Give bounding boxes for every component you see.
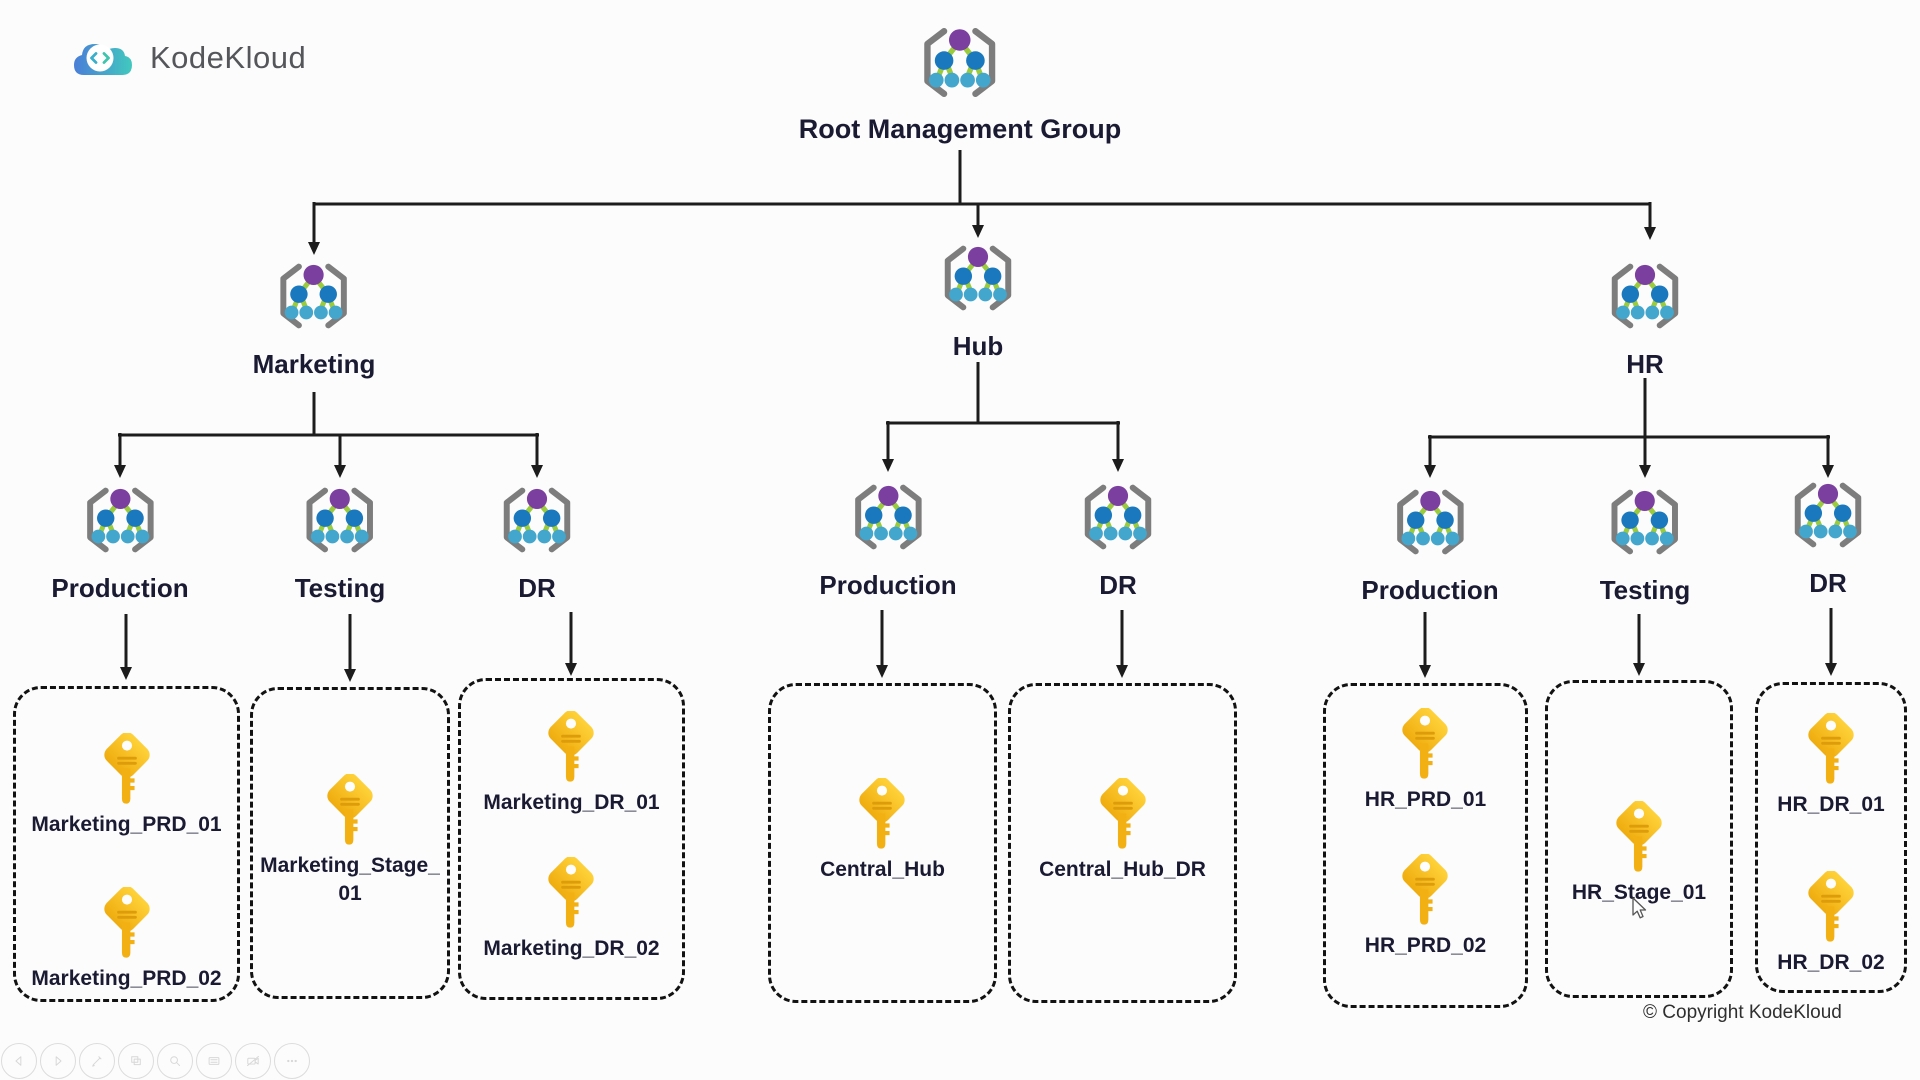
key-label: HR_PRD_01 [1364, 788, 1487, 811]
key-icon [100, 733, 154, 807]
key-item: Central_Hub [814, 778, 951, 884]
key-icon [855, 778, 909, 852]
key-item: Marketing_DR_01 [477, 711, 665, 817]
mgmt-group-node-hr-prod: Production [1361, 488, 1499, 606]
mgmt-group-label: Production [819, 570, 957, 600]
next-slide-button[interactable] [40, 1043, 76, 1079]
key-label: Marketing_DR_01 [483, 791, 660, 814]
key-item: HR_PRD_01 [1359, 708, 1492, 814]
key-vault-box-hr-stage-box: HR_Stage_01 [1545, 680, 1733, 998]
mouse-cursor [1632, 897, 1647, 919]
key-vault-box-hub-dr-box: Central_Hub_DR [1008, 683, 1237, 1003]
key-item: Marketing_DR_02 [477, 857, 665, 963]
mgmt-group-node-marketing: Marketing [252, 262, 376, 380]
zoom-search-button[interactable] [157, 1043, 193, 1079]
mgmt-group-label: Marketing [252, 349, 376, 379]
key-item: Central_Hub_DR [1033, 778, 1212, 884]
key-label: HR_PRD_02 [1364, 934, 1487, 957]
key-icon [544, 857, 598, 931]
mgmt-group-node-root: Root Management Group [798, 26, 1122, 145]
key-vault-box-m-prd-box: Marketing_PRD_01 Marketing_PRD_02 [13, 686, 240, 1002]
management-group-icon [1601, 262, 1689, 330]
management-group-icon [844, 483, 932, 551]
mgmt-group-node-m-test: Testing [294, 486, 386, 604]
key-label: Marketing_PRD_02 [31, 967, 222, 990]
management-group-icon [76, 486, 164, 554]
key-label: Central_Hub [820, 858, 945, 881]
presentation-toolbar [1, 1043, 310, 1079]
mgmt-group-node-m-prod: Production [51, 486, 189, 604]
key-icon [1804, 871, 1858, 945]
management-group-icon [934, 244, 1022, 312]
mgmt-group-node-hr-test: Testing [1599, 488, 1691, 606]
key-icon [1096, 778, 1150, 852]
key-icon [1398, 708, 1452, 782]
previous-slide-button[interactable] [1, 1043, 37, 1079]
kodekloud-logo: KodeKloud [70, 36, 306, 80]
key-vault-box-hub-prd-box: Central_Hub [768, 683, 997, 1003]
key-icon [323, 774, 377, 848]
mgmt-group-node-m-dr: DR [493, 486, 581, 604]
key-item: HR_DR_01 [1771, 713, 1890, 819]
management-group-icon [1386, 488, 1474, 556]
mgmt-group-label: DR [1809, 568, 1847, 598]
key-vault-box-m-dr-box: Marketing_DR_01 Marketing_DR_02 [458, 678, 685, 1000]
mgmt-group-label: DR [518, 573, 556, 603]
key-icon [1612, 801, 1666, 875]
management-group-icon [296, 486, 384, 554]
key-icon [1398, 854, 1452, 928]
management-group-icon [493, 486, 581, 554]
logo-text: KodeKloud [150, 40, 307, 75]
key-item: Marketing_PRD_01 [25, 733, 227, 839]
management-group-icon [1784, 481, 1872, 549]
camera-off-button[interactable] [235, 1043, 271, 1079]
mgmt-group-label: Production [1361, 575, 1499, 605]
mgmt-group-label: Testing [294, 573, 386, 603]
key-item: Marketing_PRD_02 [25, 887, 227, 993]
key-label: Marketing_Stage_01 [260, 854, 440, 905]
mgmt-group-label: HR [1626, 349, 1664, 379]
key-label: Marketing_DR_02 [483, 937, 660, 960]
key-item: HR_Stage_01 [1566, 801, 1712, 907]
mgmt-group-node-hr: HR [1601, 262, 1689, 380]
key-vault-box-m-stage-box: Marketing_Stage_01 [250, 687, 450, 999]
mgmt-group-node-hub: Hub [934, 244, 1022, 362]
kodekloud-cloud-icon [74, 44, 132, 75]
key-label: Central_Hub_DR [1039, 858, 1206, 881]
key-label: HR_Stage_01 [1571, 881, 1707, 904]
pen-button[interactable] [79, 1043, 115, 1079]
management-group-icon [270, 262, 358, 330]
mgmt-group-label: Hub [952, 331, 1004, 361]
copyright-text: © Copyright KodeKloud [1643, 1002, 1842, 1023]
mgmt-group-label: Testing [1599, 575, 1691, 605]
more-options-button[interactable] [274, 1043, 310, 1079]
key-icon [1804, 713, 1858, 787]
management-group-icon [1601, 488, 1689, 556]
key-item: HR_PRD_02 [1359, 854, 1492, 960]
key-item: Marketing_Stage_01 [253, 774, 447, 908]
mgmt-group-label: DR [1099, 570, 1137, 600]
mgmt-group-node-hr-dr: DR [1784, 481, 1872, 599]
management-group-icon [913, 26, 1007, 99]
mgmt-group-label: Production [51, 573, 189, 603]
keyboard-shortcuts-button[interactable] [196, 1043, 232, 1079]
key-icon [100, 887, 154, 961]
mgmt-group-node-hub-dr: DR [1074, 483, 1162, 601]
management-group-icon [1074, 483, 1162, 551]
key-label: Marketing_PRD_01 [31, 813, 222, 836]
key-item: HR_DR_02 [1771, 871, 1890, 977]
key-vault-box-hr-dr-box: HR_DR_01 HR_DR_02 [1755, 682, 1907, 993]
slides-overview-button[interactable] [118, 1043, 154, 1079]
key-label: HR_DR_01 [1777, 793, 1885, 816]
key-vault-box-hr-prd-box: HR_PRD_01 HR_PRD_02 [1323, 683, 1528, 1008]
key-icon [544, 711, 598, 785]
key-label: HR_DR_02 [1777, 951, 1885, 974]
mgmt-group-label: Root Management Group [798, 114, 1122, 144]
mgmt-group-node-hub-prod: Production [819, 483, 957, 601]
